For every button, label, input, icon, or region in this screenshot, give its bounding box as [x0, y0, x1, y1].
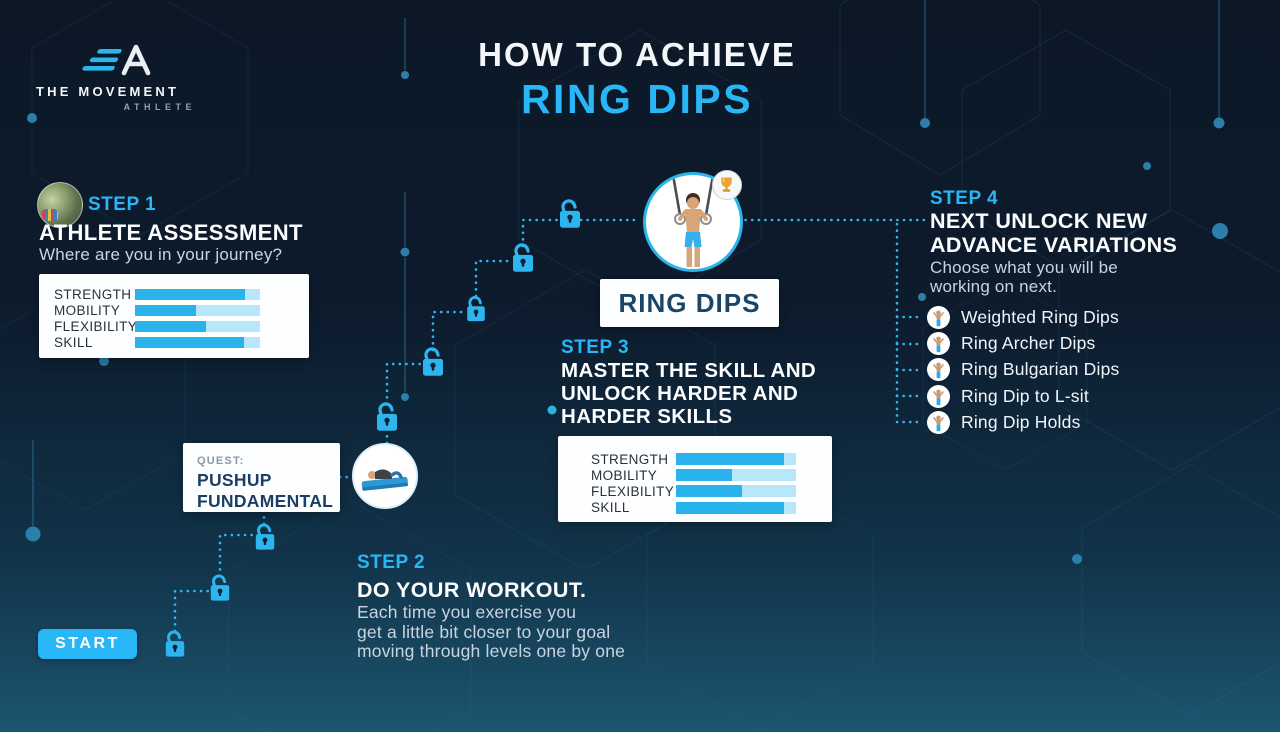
bar-fill — [135, 289, 245, 301]
ring-dip-figure-icon — [927, 332, 950, 356]
skill-progress-card: STRENGTH MOBILITY FLEXIBILITY SKILL — [558, 436, 832, 522]
bar-track — [676, 501, 796, 514]
bar-track — [135, 336, 260, 348]
trophy-badge — [712, 170, 742, 200]
step1-subtitle: Where are you in your journey? — [39, 245, 283, 264]
ring-dips-illustration — [643, 172, 743, 272]
movement-athlete-logo-icon — [82, 44, 151, 76]
skill-name-card: RING DIPS — [600, 279, 779, 327]
trophy-icon — [720, 177, 733, 192]
bar-label: STRENGTH — [54, 287, 132, 303]
step2-label: STEP 2 — [357, 552, 426, 573]
variation-item: Ring Archer Dips — [927, 330, 1119, 356]
title-skill-name: RING DIPS — [520, 76, 754, 122]
assessment-row: STRENGTH — [54, 287, 309, 303]
variation-label: Ring Dip Holds — [961, 412, 1081, 433]
bar-track — [676, 453, 796, 466]
bar-label: SKILL — [54, 334, 93, 350]
variation-item: Ring Dip to L-sit — [927, 383, 1119, 409]
progress-row: STRENGTH — [591, 451, 832, 467]
step4-label: STEP 4 — [930, 188, 999, 209]
quest-illustration — [352, 443, 418, 509]
bar-fill — [135, 305, 197, 317]
bar-fill — [676, 453, 784, 466]
step3-title: MASTER THE SKILL AND UNLOCK HARDER AND H… — [561, 359, 817, 428]
step2-title: DO YOUR WORKOUT. — [357, 578, 587, 602]
quest-name-line: FUNDAMENTAL — [197, 491, 334, 511]
step1-label: STEP 1 — [88, 194, 157, 215]
variation-item: Weighted Ring Dips — [927, 304, 1119, 330]
variation-list: Weighted Ring Dips Ring Archer Dips Ring… — [927, 304, 1119, 436]
step4-subtitle: Choose what you will be working on next. — [930, 258, 1118, 296]
bar-label: FLEXIBILITY — [54, 318, 138, 334]
man-on-rings-icon — [671, 175, 715, 267]
progress-row: FLEXIBILITY — [591, 483, 832, 499]
ring-dip-figure-icon — [927, 411, 950, 435]
bar-label: MOBILITY — [54, 303, 121, 319]
bar-fill — [135, 336, 244, 348]
bar-fill — [676, 469, 733, 482]
progress-row: MOBILITY — [591, 467, 832, 483]
athlete-avatar — [37, 182, 83, 228]
assessment-card: STRENGTH MOBILITY FLEXIBILITY SKILL — [39, 274, 309, 358]
variation-item: Ring Dip Holds — [927, 410, 1119, 436]
step4-title: NEXT UNLOCK NEW ADVANCE VARIATIONS — [930, 209, 1178, 257]
ring-dip-figure-icon — [927, 358, 950, 382]
assessment-row: FLEXIBILITY — [54, 319, 309, 335]
step2-description: Each time you exercise you get a little … — [357, 602, 626, 661]
variation-item: Ring Bulgarian Dips — [927, 357, 1119, 383]
title-line: HOW TO ACHIEVE — [478, 36, 796, 73]
ring-dip-figure-icon — [927, 305, 950, 329]
skill-name: RING DIPS — [618, 287, 761, 318]
bar-label: FLEXIBILITY — [591, 483, 675, 499]
variation-label: Ring Dip to L-sit — [961, 385, 1089, 406]
page-title: HOW TO ACHIEVE RING DIPS — [337, 36, 937, 123]
bar-label: STRENGTH — [591, 451, 669, 467]
assessment-row: MOBILITY — [54, 303, 309, 319]
ring-dip-figure-icon — [927, 384, 950, 408]
step1-title: ATHLETE ASSESSMENT — [39, 220, 303, 245]
bar-track — [135, 320, 260, 332]
bar-track — [135, 289, 260, 301]
variation-label: Ring Archer Dips — [961, 333, 1096, 354]
bar-fill — [676, 501, 784, 514]
step3-label: STEP 3 — [561, 337, 630, 358]
brand-name: THE MOVEMENT — [36, 84, 180, 99]
variation-label: Weighted Ring Dips — [961, 306, 1119, 327]
quest-card: QUEST: PUSHUP FUNDAMENTAL — [183, 443, 340, 512]
assessment-row: SKILL — [54, 334, 309, 350]
bar-fill — [676, 485, 742, 498]
bar-fill — [135, 320, 207, 332]
quest-label: QUEST: — [197, 455, 245, 467]
bar-track — [135, 305, 260, 317]
athlete-on-mat-icon — [361, 469, 409, 491]
brand-subname: ATHLETE — [123, 102, 196, 112]
start-button[interactable]: START — [38, 629, 137, 659]
quest-name-line: PUSHUP — [197, 470, 272, 490]
bar-track — [676, 469, 796, 482]
variation-label: Ring Bulgarian Dips — [961, 359, 1120, 380]
bar-label: SKILL — [591, 500, 630, 516]
bar-label: MOBILITY — [591, 467, 658, 483]
bar-track — [676, 485, 796, 498]
progress-row: SKILL — [591, 500, 832, 516]
